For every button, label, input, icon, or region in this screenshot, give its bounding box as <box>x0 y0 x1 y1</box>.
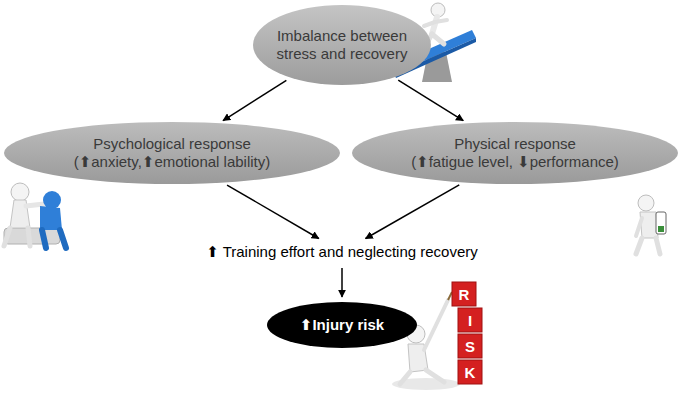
comforting-figures <box>4 183 66 248</box>
tired-figure <box>636 195 666 254</box>
node-title: Physical response <box>454 135 576 153</box>
node-detail: (⬆fatigue level, ⬇performance) <box>411 153 619 171</box>
node-detail: (⬆anxiety,⬆emotional lability) <box>74 153 271 171</box>
response-ellipse: Psychological response(⬆anxiety,⬆emotion… <box>4 122 340 184</box>
block-letter: R <box>459 287 470 302</box>
arrow-connector <box>223 80 286 120</box>
node-title: Psychological response <box>93 135 251 153</box>
node-title: ⬆ Training effort and neglecting recover… <box>206 243 478 261</box>
stress-ellipse: Imbalance between stress and recovery <box>253 5 431 85</box>
block-letter: S <box>465 339 475 354</box>
risk-ellipse: ⬆Injury risk <box>267 302 417 348</box>
arrow-connector <box>341 268 343 297</box>
arrow-connector <box>366 185 460 239</box>
outcome-text: ⬆ Training effort and neglecting recover… <box>202 241 482 263</box>
block-letter: K <box>465 365 476 380</box>
arrow-connector <box>398 80 463 121</box>
node-title: ⬆Injury risk <box>300 316 384 334</box>
node-title: Imbalance between stress and recovery <box>267 27 417 63</box>
arrow-connector <box>227 185 319 238</box>
block-letter: I <box>468 313 472 328</box>
response-ellipse: Physical response(⬆fatigue level, ⬇perfo… <box>352 122 678 184</box>
